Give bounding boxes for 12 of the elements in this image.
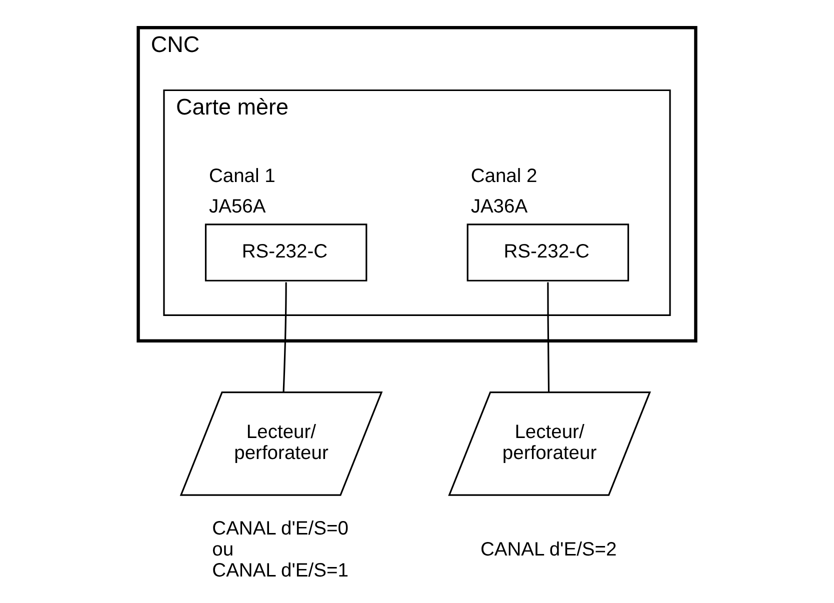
node-label: JA36A bbox=[470, 196, 528, 218]
node-label: CANAL d'E/S=1 bbox=[212, 560, 348, 582]
node-box: RS-232-C bbox=[466, 224, 630, 282]
node-box: RS-232-C bbox=[204, 224, 368, 282]
node-label: JA56A bbox=[208, 196, 266, 218]
connector bbox=[282, 282, 287, 392]
node-label: Canal 1 bbox=[208, 166, 276, 187]
node-label: Canal 2 bbox=[470, 166, 538, 187]
node-label: ou bbox=[212, 539, 234, 560]
node-label: CANAL d'E/S=2 bbox=[480, 539, 617, 560]
connector bbox=[547, 282, 550, 392]
node-label: CANAL d'E/S=0 bbox=[212, 518, 348, 540]
